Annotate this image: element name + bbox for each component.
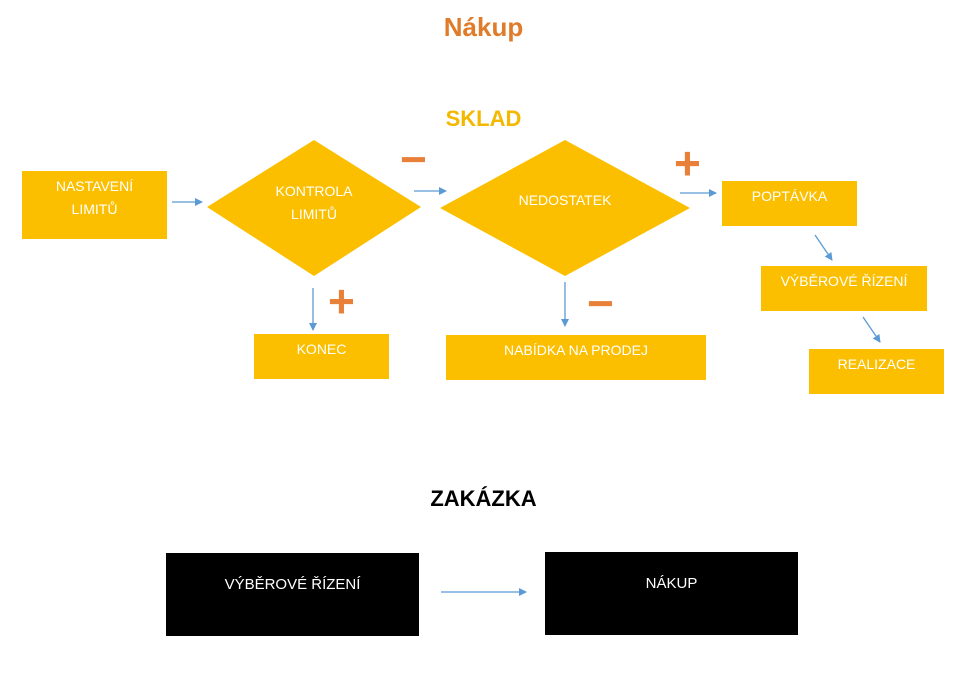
vyberove-rizeni-box: VÝBĚROVÉ ŘÍZENÍ bbox=[761, 266, 927, 311]
kontrola-diamond bbox=[207, 140, 421, 276]
arrow-poptavka-vyberove bbox=[814, 234, 833, 261]
nastaveni-limitu-box: NASTAVENÍ LIMITŮ bbox=[22, 171, 167, 239]
zakazka-vyberove-rizeni-box: VÝBĚROVÉ ŘÍZENÍ bbox=[166, 553, 419, 636]
nedostatek-diamond bbox=[440, 140, 690, 276]
kontrola-label: KONTROLA LIMITŮ bbox=[275, 183, 353, 223]
minus-sign-nedostatek-nabidka: − bbox=[587, 277, 614, 329]
nabidka-na-prodej-box: NABÍDKA NA PRODEJ bbox=[446, 335, 706, 380]
arrow-vyberove-realizace bbox=[862, 316, 881, 343]
plus-sign-kontrola-konec: + bbox=[328, 275, 355, 327]
zakazka-nakup-box: NÁKUP bbox=[545, 552, 798, 635]
poptavka-box: POPTÁVKA bbox=[722, 181, 857, 226]
realizace-box: REALIZACE bbox=[809, 349, 944, 394]
zakazka-heading: ZAKÁZKA bbox=[430, 486, 537, 511]
nedostatek-label: NEDOSTATEK bbox=[518, 192, 612, 208]
konec-box: KONEC bbox=[254, 334, 389, 379]
sklad-heading: SKLAD bbox=[445, 106, 522, 131]
plus-sign-nedostatek-poptavka: + bbox=[674, 137, 701, 189]
page-title: Nákup bbox=[443, 12, 524, 42]
minus-sign-kontrola-nedostatek: − bbox=[400, 133, 427, 185]
